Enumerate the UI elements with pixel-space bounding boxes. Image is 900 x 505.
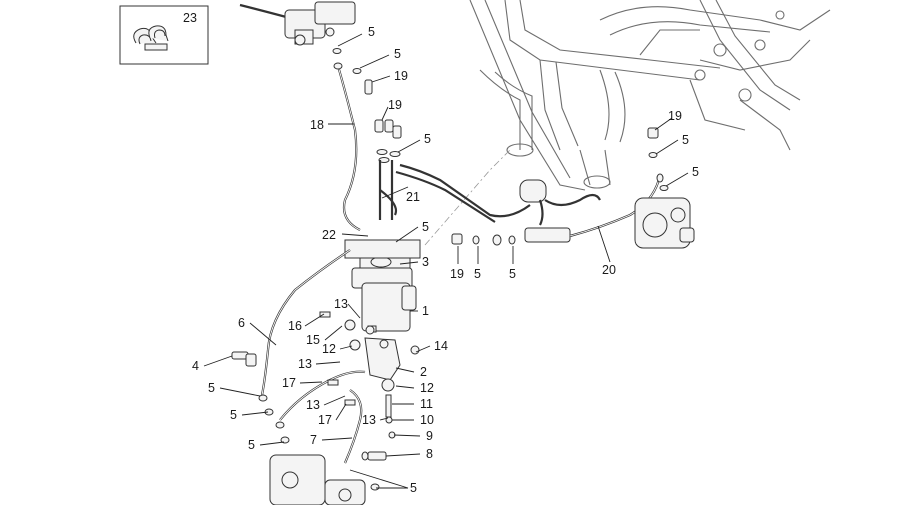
callout-21: 21 xyxy=(406,190,420,204)
callout-5: 5 xyxy=(509,267,516,281)
rear-brake-hose-20 xyxy=(569,127,669,238)
callout-22: 22 xyxy=(322,228,336,242)
callout-20: 20 xyxy=(602,263,616,277)
brake-hose-18 xyxy=(333,62,361,231)
callout-13: 13 xyxy=(362,413,376,427)
callout-14: 14 xyxy=(434,339,448,353)
callout-5: 5 xyxy=(424,132,431,146)
callout-3: 3 xyxy=(422,255,429,269)
callout-18: 18 xyxy=(310,118,324,132)
callout-15: 15 xyxy=(306,333,320,347)
callout-5: 5 xyxy=(474,267,481,281)
callout-19: 19 xyxy=(388,98,402,112)
callout-17: 17 xyxy=(318,413,332,427)
front-brake-caliper xyxy=(269,454,366,505)
callout-16: 16 xyxy=(288,319,302,333)
hose-clips-icon xyxy=(133,25,169,51)
callout-19: 19 xyxy=(450,267,464,281)
rear-brake-caliper xyxy=(634,197,695,249)
callout-11: 11 xyxy=(420,397,433,411)
callout-5: 5 xyxy=(422,220,429,234)
callout-5: 5 xyxy=(230,408,237,422)
brake-hose-6 xyxy=(260,249,351,396)
motorcycle-frame xyxy=(469,0,831,191)
abs-modulator-unit xyxy=(344,239,421,333)
callout-5: 5 xyxy=(394,47,401,61)
callout-5: 5 xyxy=(692,165,699,179)
washers-left xyxy=(258,394,380,491)
callout-9: 9 xyxy=(426,429,433,443)
callout-5: 5 xyxy=(682,133,689,147)
fitting-8 xyxy=(361,451,387,461)
rear-master-cylinder xyxy=(451,179,601,246)
callout-4: 4 xyxy=(192,359,199,373)
callout-19: 19 xyxy=(668,109,682,123)
fittings-top xyxy=(332,48,402,163)
callout-12: 12 xyxy=(420,381,434,395)
callout-5: 5 xyxy=(248,438,255,452)
callout-17: 17 xyxy=(282,376,296,390)
callout-2: 2 xyxy=(420,365,427,379)
wheel-speed-sensor xyxy=(231,351,257,367)
callout-5: 5 xyxy=(368,25,375,39)
callout-12: 12 xyxy=(322,342,336,356)
callout-23: 23 xyxy=(183,11,197,25)
callout-1: 1 xyxy=(422,304,429,318)
bracket-assembly xyxy=(319,311,420,439)
front-master-cylinder xyxy=(239,1,356,46)
callout-labels: 23 5 5 19 19 18 5 21 5 22 3 1 6 16 13 15… xyxy=(183,11,699,495)
callout-8: 8 xyxy=(426,447,433,461)
leader-lines xyxy=(203,33,689,489)
callout-5: 5 xyxy=(208,381,215,395)
callout-13: 13 xyxy=(298,357,312,371)
callout-19: 19 xyxy=(394,69,408,83)
callout-13: 13 xyxy=(306,398,320,412)
callout-10: 10 xyxy=(420,413,434,427)
brake-pipes-21 xyxy=(378,160,531,223)
callout-7: 7 xyxy=(310,433,317,447)
callout-5: 5 xyxy=(410,481,417,495)
inset-box-clips xyxy=(119,5,209,65)
callout-13: 13 xyxy=(334,297,348,311)
callout-6: 6 xyxy=(238,316,245,330)
